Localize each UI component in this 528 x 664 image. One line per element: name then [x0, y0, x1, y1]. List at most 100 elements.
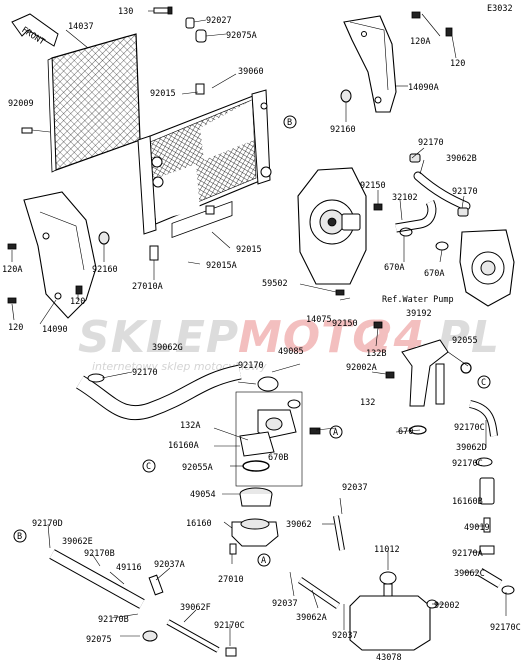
label-39062e: 39062E: [62, 537, 93, 547]
label-92160-left: 92160: [92, 265, 118, 275]
label-670a-1: 670A: [384, 263, 404, 273]
label-49116: 49116: [116, 563, 142, 573]
label-132a: 132A: [180, 421, 200, 431]
label-92055: 92055: [452, 336, 478, 346]
label-120a-left: 120A: [2, 265, 22, 275]
label-92150-mid: 92150: [332, 319, 358, 329]
label-16160a: 16160A: [168, 441, 199, 451]
label-39192: 39192: [406, 309, 432, 319]
label-92170-a: 92170: [418, 138, 444, 148]
label-39060: 39060: [238, 67, 264, 77]
label-14090: 14090: [42, 325, 68, 335]
label-92002: 92002: [434, 601, 460, 611]
label-92075: 92075: [86, 635, 112, 645]
front-arrow: FRONT: [11, 13, 59, 47]
svg-text:C: C: [146, 462, 151, 472]
label-39062a: 39062A: [296, 613, 327, 623]
label-92037-b1: 92037: [272, 599, 298, 609]
ref-water-pump-label: Ref.Water Pump: [382, 295, 454, 305]
label-92075a: 92075A: [226, 31, 257, 41]
label-14037: 14037: [68, 22, 94, 32]
label-670: 670: [398, 427, 413, 437]
label-670a-2: 670A: [424, 269, 444, 279]
reservoir-tank: [349, 571, 431, 651]
svg-text:C: C: [481, 378, 486, 388]
label-92170b-1: 92170B: [84, 549, 115, 559]
label-92160-right: 92160: [330, 125, 356, 135]
label-120-left1: 120: [70, 297, 85, 307]
callouts: B C A C B A: [13, 115, 491, 567]
radiator-screen: [47, 33, 141, 173]
water-pump: [459, 229, 515, 307]
small-parts: [7, 6, 515, 657]
label-49019: 49019: [464, 523, 490, 533]
leader-lines: [11, 10, 507, 646]
label-120a-top: 120A: [410, 37, 430, 47]
label-49054: 49054: [190, 490, 216, 500]
label-27010: 27010: [218, 575, 244, 585]
label-92170a: 92170A: [452, 549, 483, 559]
callout-c-left: C: [142, 459, 156, 473]
label-92015a: 92015A: [206, 261, 237, 271]
radiator: [137, 83, 272, 238]
label-92015-mid: 92015: [236, 245, 262, 255]
label-92170b-2: 92170B: [98, 615, 129, 625]
watermark-brand-b: MOTO: [238, 312, 391, 363]
thermostat-group: [231, 376, 303, 547]
label-132: 132: [360, 398, 375, 408]
label-39062: 39062: [286, 520, 312, 530]
label-92170-c: 92170: [132, 368, 158, 378]
water-pump-cover: [297, 167, 367, 285]
label-92170d: 92170D: [32, 519, 63, 529]
label-92009: 92009: [8, 99, 34, 109]
label-32102: 32102: [392, 193, 418, 203]
label-92027: 92027: [206, 16, 232, 26]
hoses: [49, 171, 503, 653]
label-92150-top: 92150: [360, 181, 386, 191]
label-92037-b2: 92037: [332, 631, 358, 641]
label-39062g: 39062G: [152, 343, 183, 353]
label-39062d: 39062D: [456, 443, 487, 453]
label-11012: 11012: [374, 545, 400, 555]
label-92170-b: 92170: [452, 187, 478, 197]
label-92170-d: 92170: [238, 361, 264, 371]
svg-text:B: B: [17, 532, 22, 542]
label-120-left2: 120: [8, 323, 23, 333]
label-92170c-1: 92170C: [454, 423, 485, 433]
svg-text:A: A: [261, 556, 266, 566]
label-92170c-2: 92170C: [452, 459, 483, 469]
label-39062f: 39062F: [180, 603, 211, 613]
label-39062b: 39062B: [446, 154, 477, 164]
label-92055a: 92055A: [182, 463, 213, 473]
label-92170c-3: 92170C: [214, 621, 245, 631]
label-132b: 132B: [366, 349, 386, 359]
label-670b: 670B: [268, 453, 288, 463]
svg-text:B: B: [287, 118, 292, 128]
callout-a-mid: A: [329, 425, 343, 439]
callout-b-top: B: [283, 115, 297, 129]
label-27010a: 27010A: [132, 282, 163, 292]
callout-c-right: C: [477, 375, 491, 389]
svg-text:A: A: [333, 428, 338, 438]
diagram-code: E3032: [487, 4, 513, 14]
label-92002a: 92002A: [346, 363, 377, 373]
label-92015-top: 92015: [150, 89, 176, 99]
label-49085: 49085: [278, 347, 304, 357]
label-59502: 59502: [262, 279, 288, 289]
callout-a-low: A: [257, 553, 271, 567]
label-92037a: 92037A: [154, 560, 185, 570]
label-43078: 43078: [376, 653, 402, 663]
callout-b-left: B: [13, 529, 27, 543]
label-14090a: 14090A: [408, 83, 439, 93]
label-16160: 16160: [186, 519, 212, 529]
watermark-brand-a: SKLEP: [78, 312, 239, 363]
label-92170c-4: 92170C: [490, 623, 521, 633]
label-39062c: 39062C: [454, 569, 485, 579]
part-labels: 130 92027 92075A 14037 39060 92015 92009…: [2, 7, 521, 663]
label-14075: 14075: [306, 315, 332, 325]
label-120-top: 120: [450, 59, 465, 69]
shroud-right: [343, 15, 397, 113]
label-130: 130: [118, 7, 133, 17]
